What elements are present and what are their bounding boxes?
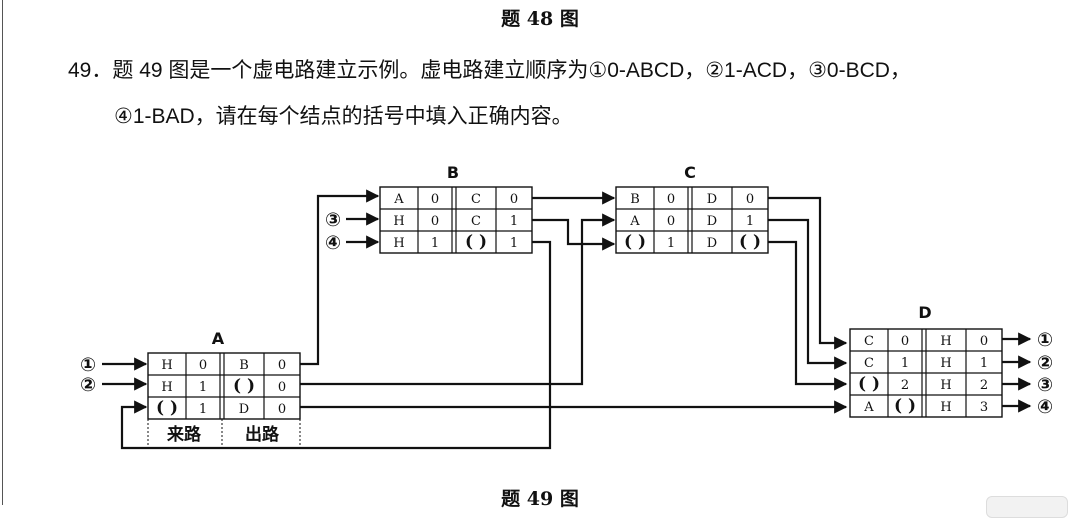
output-label-d-2: ② bbox=[1037, 352, 1053, 374]
node-c-cell: D bbox=[707, 236, 717, 251]
node-b-cell: C bbox=[471, 192, 481, 207]
footer-outgoing-label: 出路 bbox=[245, 424, 280, 445]
node-b-cell: 0 bbox=[431, 214, 439, 229]
node-b-cell: H bbox=[393, 236, 404, 251]
node-d-cell: A bbox=[863, 400, 874, 415]
node-c-cell: 0 bbox=[746, 192, 754, 207]
node-a-cell: B bbox=[239, 358, 249, 373]
node-d-cell: 2 bbox=[901, 378, 909, 393]
corner-tab bbox=[986, 496, 1068, 518]
node-c-cell: 0 bbox=[667, 192, 675, 207]
node-a-label: A bbox=[212, 329, 225, 348]
link-c-to-d-1 bbox=[766, 196, 848, 350]
node-d-cell: ( ) bbox=[894, 396, 916, 416]
node-c-cell: D bbox=[707, 214, 717, 229]
node-c-cell: ( ) bbox=[739, 232, 761, 252]
node-a-cell: 1 bbox=[199, 380, 207, 395]
link-a-to-b bbox=[296, 189, 380, 366]
node-a-cell: D bbox=[239, 402, 249, 417]
node-a-cell: H bbox=[161, 380, 172, 395]
link-c-to-d-2 bbox=[766, 218, 848, 370]
node-b-cell: 1 bbox=[510, 236, 518, 251]
node-a-cell: 1 bbox=[199, 402, 207, 417]
node-a-cell: H bbox=[161, 358, 172, 373]
node-c-cell: ( ) bbox=[624, 232, 646, 252]
input-label-a-2: ② bbox=[80, 374, 96, 396]
node-d-cell: C bbox=[864, 334, 874, 349]
node-b-cell: C bbox=[471, 214, 481, 229]
question-line-2: ④1-BAD，请在每个结点的括号中填入正确内容。 bbox=[114, 105, 573, 128]
node-b-cell: ( ) bbox=[465, 232, 487, 252]
node-a-cell: ( ) bbox=[233, 376, 255, 396]
node-b-cell: H bbox=[393, 214, 404, 229]
node-d-label: D bbox=[918, 303, 931, 322]
node-c-label: C bbox=[684, 163, 696, 182]
output-label-d-4: ④ bbox=[1037, 396, 1053, 418]
node-d-cell: H bbox=[940, 400, 951, 415]
node-d-cell: 2 bbox=[980, 378, 988, 393]
link-b-to-a bbox=[120, 240, 552, 450]
node-b-cell: 0 bbox=[510, 192, 518, 207]
output-label-d-3: ③ bbox=[1037, 374, 1053, 396]
figure-49-caption: 题 49 图 bbox=[501, 488, 579, 510]
node-d-cell: 0 bbox=[901, 334, 909, 349]
node-a-cell: 0 bbox=[278, 358, 286, 373]
node-b-label: B bbox=[447, 163, 459, 182]
node-a-cell: 0 bbox=[199, 358, 207, 373]
node-c-cell: B bbox=[630, 192, 640, 207]
input-label-b-1: ③ bbox=[325, 209, 341, 231]
figure-48-caption: 题 48 图 bbox=[501, 8, 579, 30]
input-label-b-2: ④ bbox=[325, 232, 341, 254]
node-d-cell: 3 bbox=[980, 400, 988, 415]
link-b-to-c-2 bbox=[528, 218, 616, 251]
question-line-1: 49．题 49 图是一个虚电路建立示例。虚电路建立顺序为①0-ABCD，②1-A… bbox=[68, 56, 911, 85]
node-c-cell: D bbox=[707, 192, 717, 207]
node-d-cell: 1 bbox=[901, 356, 909, 371]
node-d-cell: C bbox=[864, 356, 874, 371]
node-d-cell: H bbox=[940, 334, 951, 349]
question-49: 49．题 49 图是一个虚电路建立示例。虚电路建立顺序为①0-ABCD，②1-A… bbox=[68, 56, 911, 131]
page-left-rule bbox=[2, 0, 3, 505]
output-label-d-1: ① bbox=[1037, 329, 1053, 351]
node-c-cell: 0 bbox=[667, 214, 675, 229]
node-b-cell: 1 bbox=[510, 214, 518, 229]
node-a-cell: 0 bbox=[278, 402, 286, 417]
node-b-cell: A bbox=[393, 192, 404, 207]
node-b-cell: 0 bbox=[431, 192, 439, 207]
node-c-cell: 1 bbox=[667, 236, 675, 251]
node-d-cell: 0 bbox=[980, 334, 988, 349]
connection-lines bbox=[102, 189, 1032, 450]
node-d-cell: ( ) bbox=[858, 374, 880, 394]
input-label-a-1: ① bbox=[80, 354, 96, 376]
node-d-cell: H bbox=[940, 356, 951, 371]
node-c-cell: A bbox=[629, 214, 640, 229]
node-a-cell: 0 bbox=[278, 380, 286, 395]
node-c-cell: 1 bbox=[746, 214, 754, 229]
node-a-cell: ( ) bbox=[156, 398, 178, 418]
question-number: 49． bbox=[68, 59, 113, 82]
link-c-to-d-3 bbox=[766, 240, 848, 391]
node-d-cell: H bbox=[940, 378, 951, 393]
node-d-cell: 1 bbox=[980, 356, 988, 371]
footer-incoming-label: 来路 bbox=[166, 424, 202, 445]
node-b-cell: 1 bbox=[431, 236, 439, 251]
question-text-1: 题 49 图是一个虚电路建立示例。虚电路建立顺序为①0-ABCD，②1-ACD，… bbox=[112, 59, 911, 82]
link-a-to-c bbox=[296, 213, 616, 386]
